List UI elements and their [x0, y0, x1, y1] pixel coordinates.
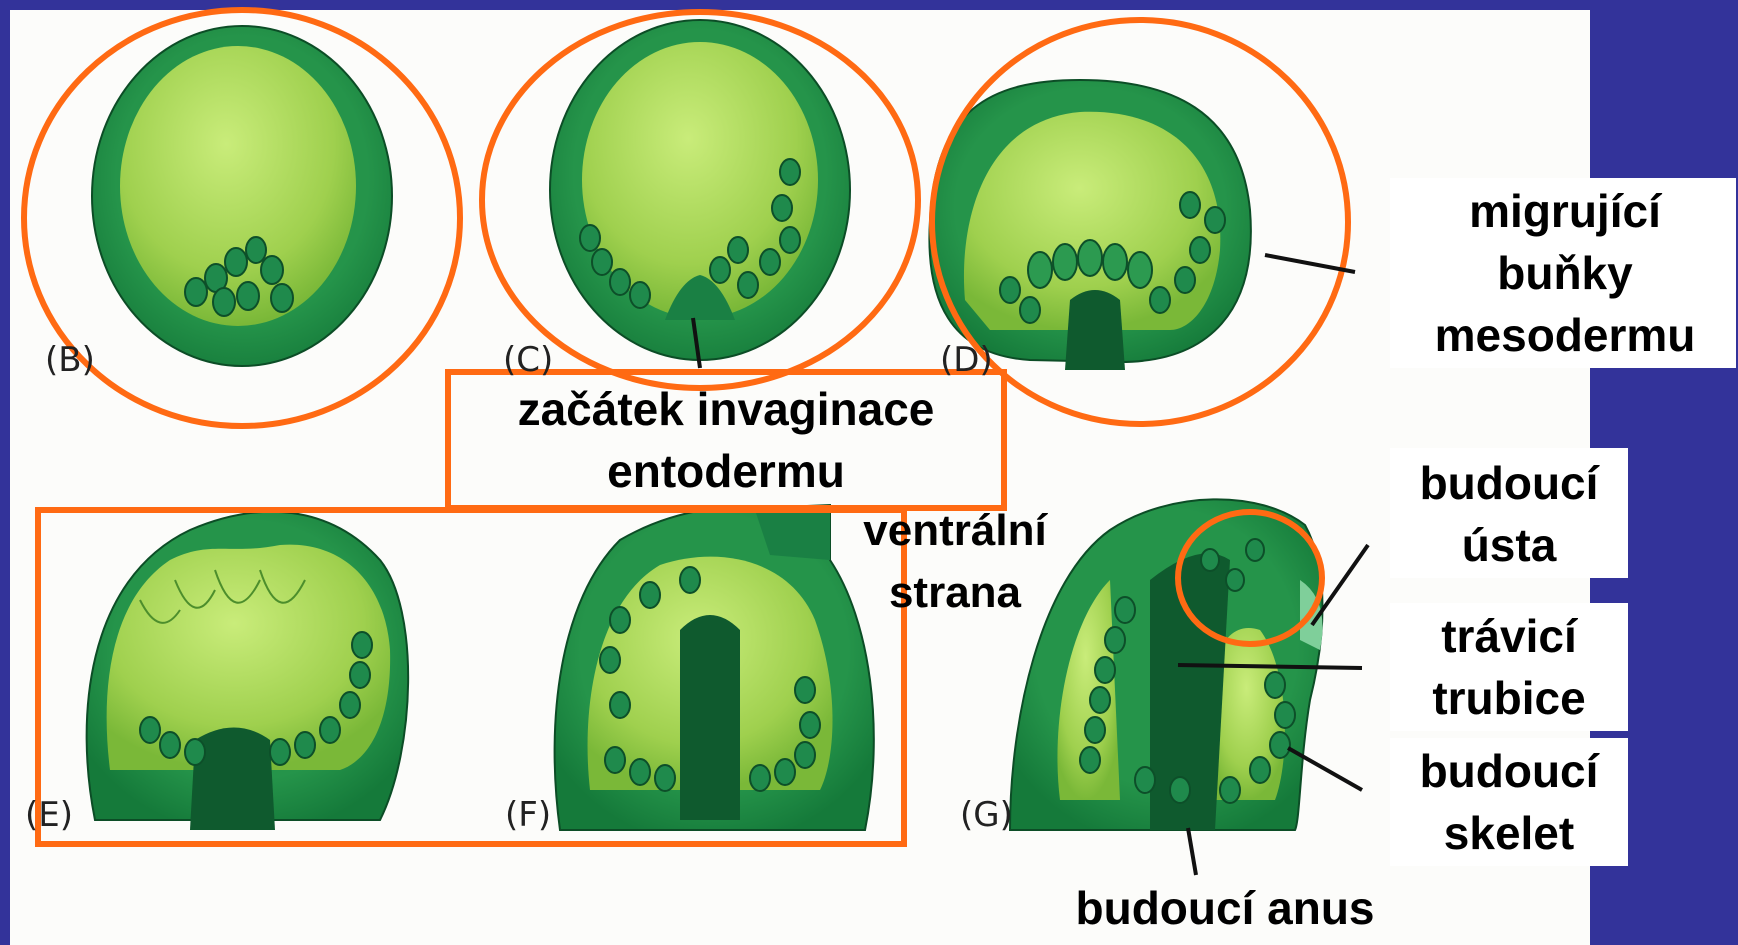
embryo-b [92, 26, 392, 366]
panel-label-c: (C) [503, 340, 553, 380]
label-mesoderm-line1: migrující [1395, 180, 1735, 242]
label-skeleton-line2: skelet [1390, 802, 1628, 864]
panel-label-f: (F) [505, 795, 551, 835]
label-skeleton: budoucí skelet [1390, 740, 1628, 864]
label-skeleton-line1: budoucí [1390, 740, 1628, 802]
label-mesoderm-line3: mesodermu [1395, 304, 1735, 366]
label-invagination-line1: začátek invaginace [450, 378, 1002, 440]
label-ventral-line2: strana [845, 562, 1065, 624]
label-gut: trávicí trubice [1390, 605, 1628, 729]
panel-label-d: (D) [940, 340, 993, 380]
embryo-c [550, 20, 850, 360]
label-invagination-line2: entodermu [450, 440, 1002, 502]
label-invagination: začátek invaginace entodermu [450, 378, 1002, 502]
label-mouth-line1: budoucí [1390, 452, 1628, 514]
label-gut-line1: trávicí [1390, 605, 1628, 667]
embryo-d [929, 80, 1250, 370]
panel-label-g: (G) [960, 795, 1013, 835]
label-gut-line2: trubice [1390, 667, 1628, 729]
label-mouth-line2: ústa [1390, 514, 1628, 576]
label-ventral-line1: ventrální [845, 500, 1065, 562]
label-mouth: budoucí ústa [1390, 452, 1628, 576]
panel-label-e: (E) [25, 795, 73, 835]
label-ventral: ventrální strana [845, 500, 1065, 624]
label-mesoderm-line2: buňky [1395, 242, 1735, 304]
panel-label-b: (B) [45, 340, 95, 380]
label-mesoderm: migrující buňky mesodermu [1395, 180, 1735, 366]
label-anus: budoucí anus [1040, 877, 1410, 939]
